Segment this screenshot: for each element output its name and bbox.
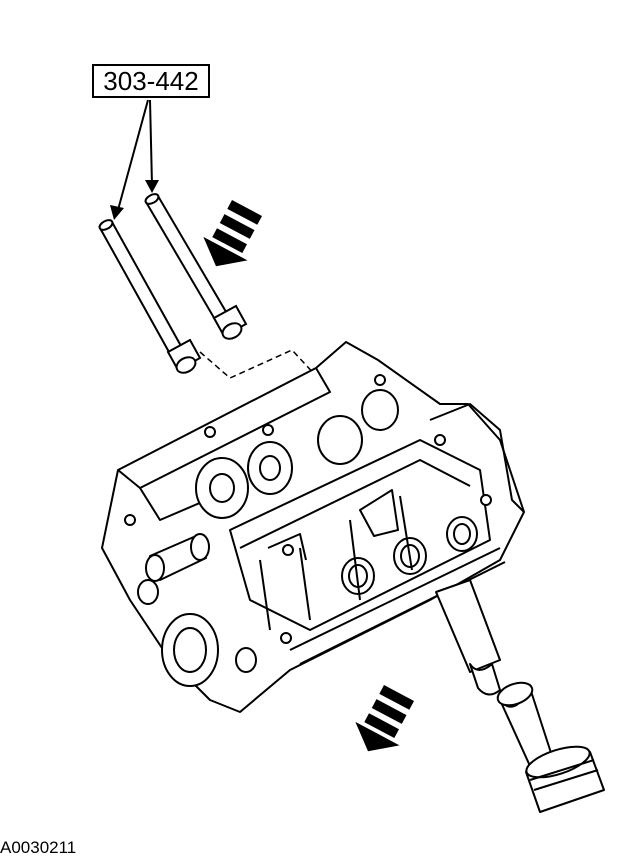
figure-id-label: A0030211 — [0, 838, 77, 857]
installation-path-dashed — [199, 349, 319, 379]
connecting-rod-assembly — [435, 579, 605, 813]
motion-arrow-icon — [355, 685, 415, 752]
tool-number-callout: 303-442 — [92, 64, 210, 98]
leader-arrow-icon — [110, 180, 159, 220]
motion-arrow-icon — [203, 200, 263, 267]
engine-block — [101, 341, 525, 713]
tool-bolt-right — [144, 193, 248, 340]
callout-leader-lines — [117, 99, 153, 211]
tool-number-label: 303-442 — [103, 65, 199, 96]
tool-bolt-left — [98, 219, 202, 374]
